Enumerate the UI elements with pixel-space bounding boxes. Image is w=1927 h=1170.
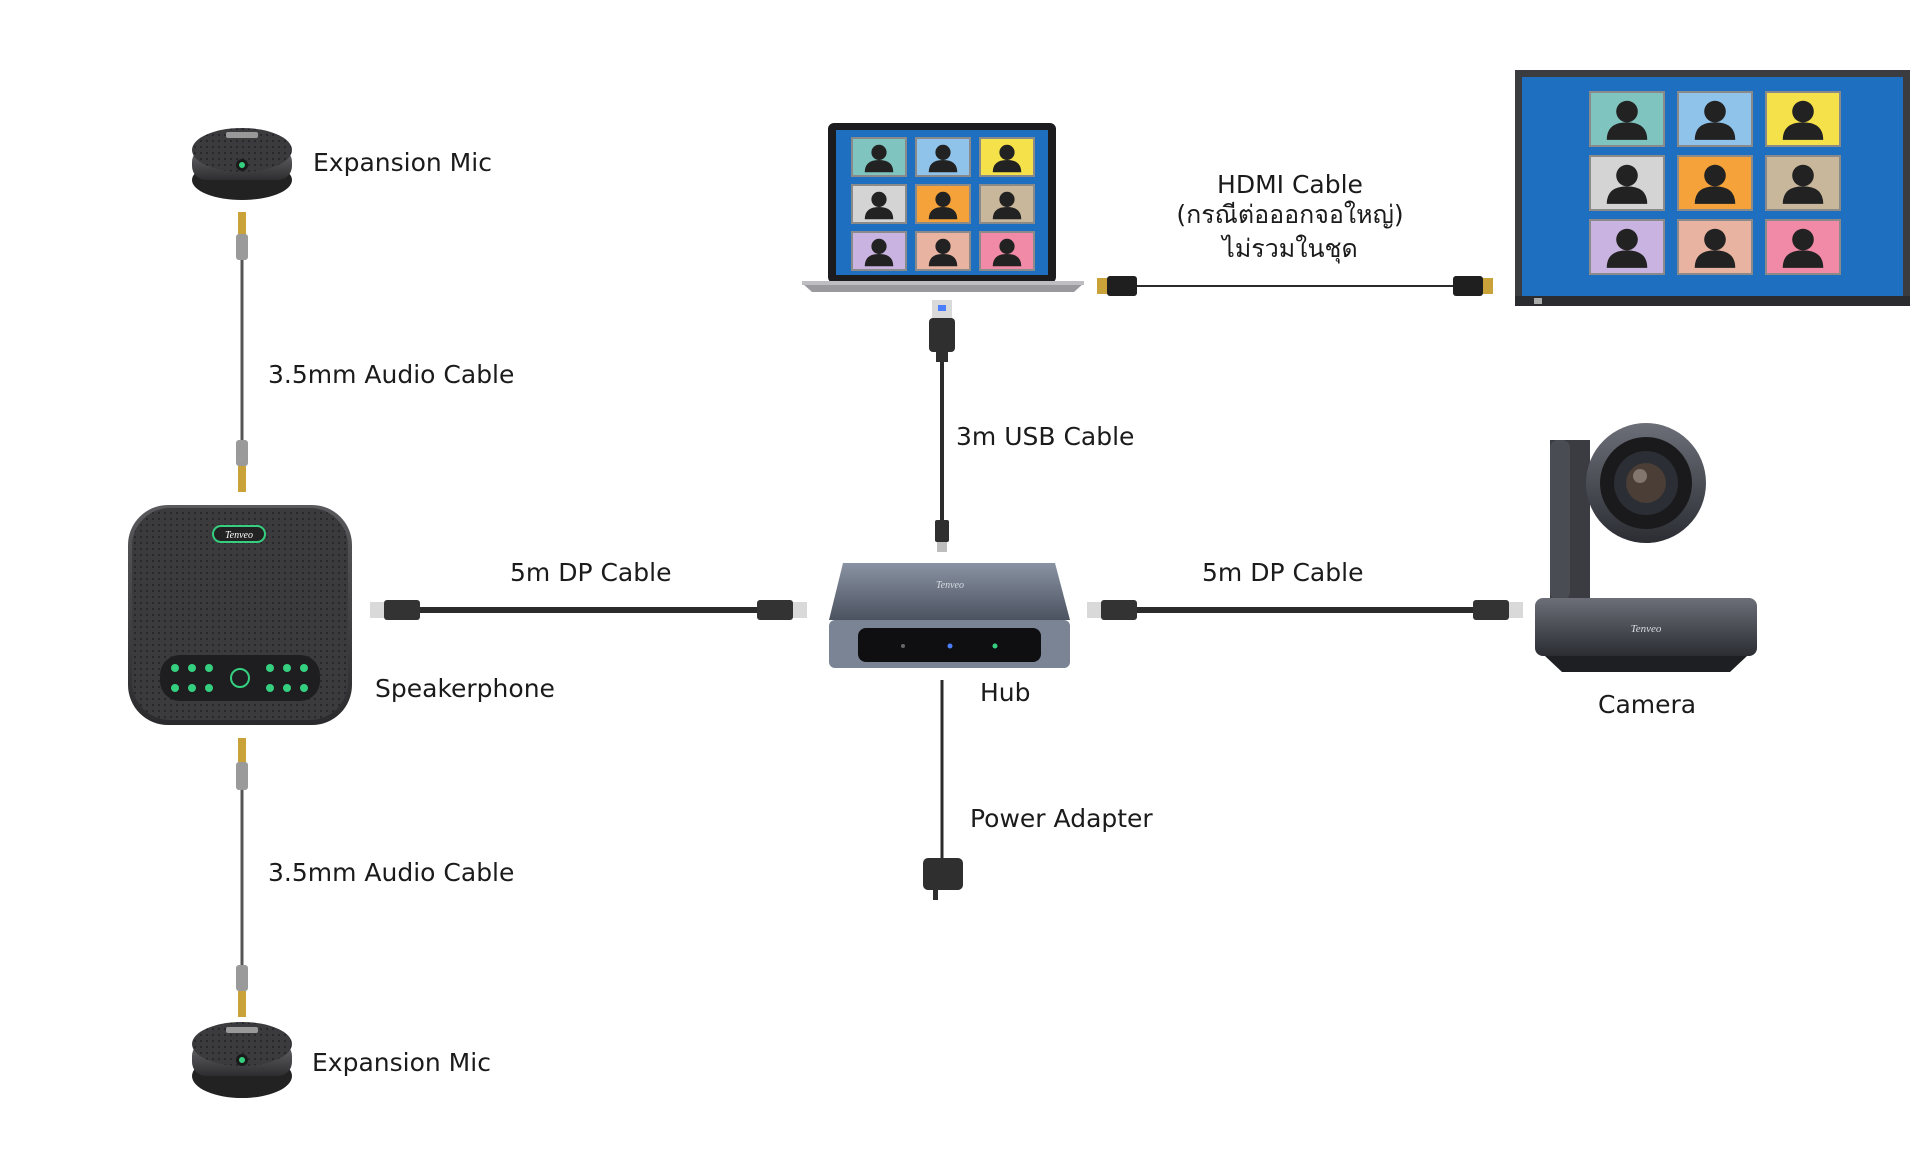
video-tile	[1589, 219, 1665, 275]
usb-cable	[929, 300, 955, 552]
video-tile	[1765, 155, 1841, 211]
expansion-mic-top	[192, 128, 292, 200]
video-tile	[851, 137, 907, 177]
label-dp-cable-right: 5m DP Cable	[1202, 558, 1364, 587]
label-camera: Camera	[1598, 690, 1697, 719]
label-usb-cable: 3m USB Cable	[956, 422, 1135, 451]
camera: Tenveo	[1535, 423, 1757, 672]
video-tile	[1765, 219, 1841, 275]
laptop	[802, 123, 1084, 292]
hub-brand: Tenveo	[936, 580, 964, 591]
label-hub: Hub	[980, 678, 1031, 707]
video-tile	[915, 184, 971, 224]
video-tile	[915, 137, 971, 177]
expansion-mic-bottom	[192, 1022, 292, 1098]
large-display	[1515, 70, 1910, 306]
display-video-tiles	[1589, 91, 1841, 275]
audio-cable-top	[236, 212, 248, 492]
power-adapter	[923, 680, 963, 900]
hdmi-cable	[1097, 276, 1493, 296]
video-tile	[915, 231, 971, 271]
video-tile	[1677, 219, 1753, 275]
video-tile	[979, 137, 1035, 177]
audio-cable-bottom	[236, 738, 248, 1017]
video-tile	[979, 184, 1035, 224]
video-tile	[1765, 91, 1841, 147]
video-tile	[851, 184, 907, 224]
video-tile	[1677, 155, 1753, 211]
dp-cable-left	[370, 600, 807, 620]
video-tile	[1589, 155, 1665, 211]
label-hdmi-line1: HDMI Cable	[1217, 170, 1363, 199]
label-audio-cable-top: 3.5mm Audio Cable	[268, 360, 515, 389]
video-tile	[979, 231, 1035, 271]
camera-brand: Tenveo	[1631, 623, 1662, 635]
dp-cable-right	[1087, 600, 1523, 620]
speakerphone-brand: Tenveo	[225, 530, 253, 541]
label-hdmi-line2: (กรณีต่อออกจอใหญ่)	[1176, 200, 1404, 229]
label-audio-cable-bottom: 3.5mm Audio Cable	[268, 858, 515, 887]
label-hdmi-cable: HDMI Cable (กรณีต่อออกจอใหญ่) ไม่รวมในชุ…	[1150, 170, 1430, 264]
video-tile	[851, 231, 907, 271]
speakerphone: Tenveo	[128, 505, 352, 725]
label-power-adapter: Power Adapter	[970, 804, 1153, 833]
video-tile	[1677, 91, 1753, 147]
label-hdmi-line3: ไม่รวมในชุด	[1222, 234, 1358, 263]
video-tile	[1589, 91, 1665, 147]
label-speakerphone: Speakerphone	[375, 674, 555, 703]
hub: Tenveo	[829, 563, 1070, 668]
laptop-video-tiles	[851, 137, 1035, 271]
label-expansion-mic-bottom: Expansion Mic	[312, 1048, 491, 1077]
label-dp-cable-left: 5m DP Cable	[510, 558, 672, 587]
label-expansion-mic-top: Expansion Mic	[313, 148, 492, 177]
